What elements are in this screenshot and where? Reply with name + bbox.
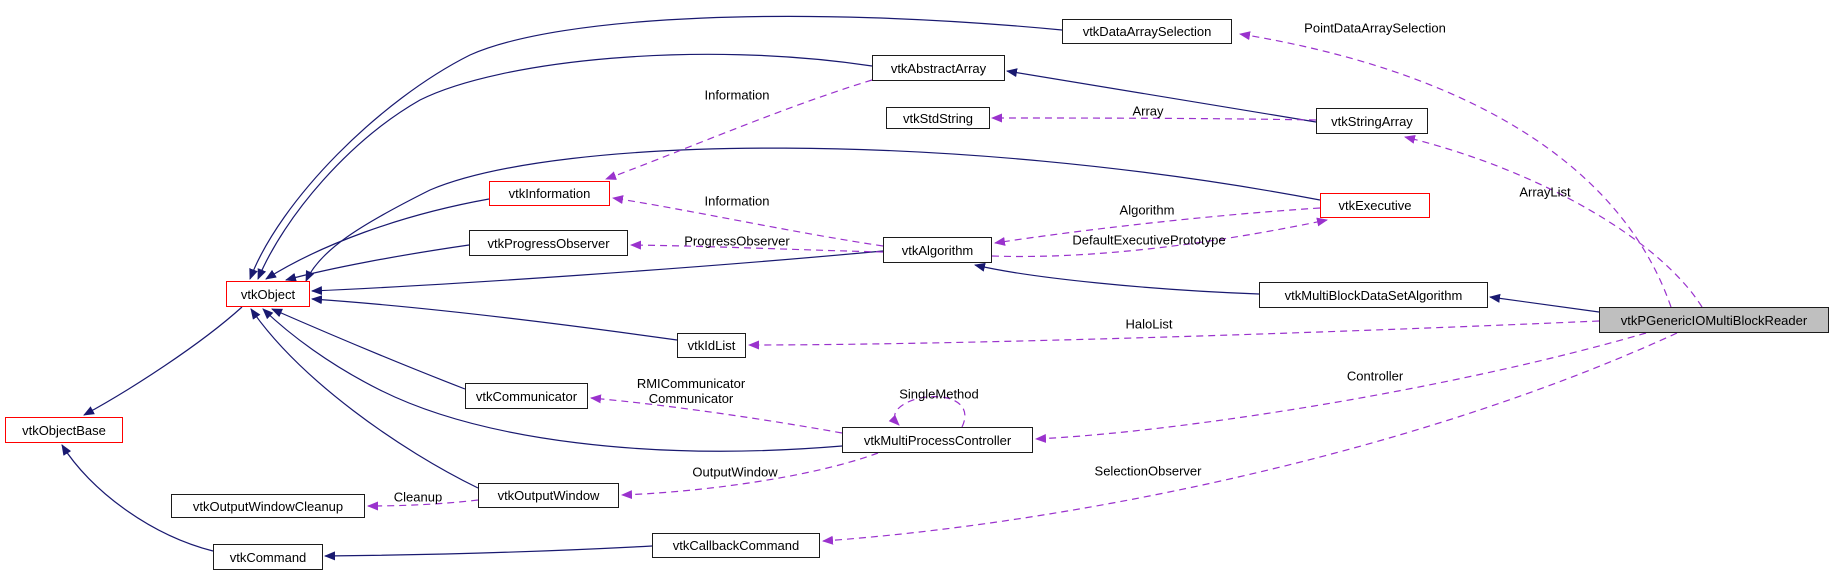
edge-executive-to-object bbox=[305, 147, 1321, 282]
edge-label-usage-pointdataarrayselection: PointDataArraySelection bbox=[1304, 20, 1446, 36]
node-vtkMultiProcessController[interactable]: vtkMultiProcessController bbox=[842, 427, 1033, 453]
edge-progressobserver-to-object bbox=[285, 244, 470, 282]
node-vtkStringArray[interactable]: vtkStringArray bbox=[1316, 108, 1428, 134]
edge-label-usage-cleanup: Cleanup bbox=[393, 489, 443, 505]
edge-usage-array bbox=[991, 113, 1317, 123]
edge-usage-outputwindow bbox=[621, 452, 879, 500]
edge-usage-controller bbox=[1035, 332, 1647, 444]
edge-mbdsa-to-algorithm bbox=[974, 262, 1260, 295]
edge-stringarray-to-abstractarray bbox=[1006, 68, 1317, 123]
edge-label-usage-outputwindow: OutputWindow bbox=[692, 464, 778, 480]
edge-callbackcommand-to-command bbox=[324, 545, 653, 561]
edge-label-usage-defaultexecutiveprototype: DefaultExecutivePrototype bbox=[1072, 232, 1226, 248]
edge-dataarrayselection-to-object bbox=[249, 15, 1063, 280]
node-vtkOutputWindow[interactable]: vtkOutputWindow bbox=[478, 483, 619, 508]
node-vtkCallbackCommand[interactable]: vtkCallbackCommand bbox=[652, 533, 820, 558]
edge-usage-information-algorithm bbox=[612, 195, 884, 247]
node-vtkPGenericIOMultiBlockReader: vtkPGenericIOMultiBlockReader bbox=[1599, 307, 1829, 333]
edge-abstractarray-to-object bbox=[257, 53, 873, 280]
node-vtkObject[interactable]: vtkObject bbox=[226, 281, 310, 307]
node-vtkCommand[interactable]: vtkCommand bbox=[213, 544, 323, 570]
edge-usage-selectionobserver bbox=[822, 332, 1678, 545]
node-vtkAlgorithm[interactable]: vtkAlgorithm bbox=[883, 237, 992, 263]
edge-usage-progressobserver bbox=[630, 240, 884, 253]
edge-label-usage-information-abstractarray: Information bbox=[704, 87, 770, 103]
edge-label-usage-controller: Controller bbox=[1346, 368, 1404, 384]
edge-object-to-objectbase bbox=[83, 306, 243, 416]
edge-usage-communicator bbox=[590, 394, 843, 434]
node-vtkAbstractArray[interactable]: vtkAbstractArray bbox=[872, 55, 1005, 81]
edge-label-usage-halolist: HaloList bbox=[1125, 316, 1173, 332]
node-vtkProgressObserver[interactable]: vtkProgressObserver bbox=[469, 230, 628, 256]
edge-usage-cleanup bbox=[367, 499, 479, 511]
edge-group bbox=[61, 15, 1703, 561]
edge-label-usage-communicator: RMICommunicator Communicator bbox=[636, 376, 746, 406]
edge-reader-to-mbdsa bbox=[1489, 293, 1600, 313]
node-vtkIdList[interactable]: vtkIdList bbox=[677, 333, 746, 358]
node-vtkDataArraySelection[interactable]: vtkDataArraySelection bbox=[1062, 19, 1232, 44]
edge-label-usage-algorithm: Algorithm bbox=[1119, 202, 1175, 218]
edge-algorithm-to-object bbox=[311, 250, 884, 296]
edge-communicator-to-object bbox=[271, 308, 466, 390]
node-vtkInformation[interactable]: vtkInformation bbox=[489, 181, 610, 206]
edge-label-usage-array: Array bbox=[1132, 103, 1164, 119]
node-vtkExecutive[interactable]: vtkExecutive bbox=[1320, 193, 1430, 218]
node-vtkCommunicator[interactable]: vtkCommunicator bbox=[465, 383, 588, 409]
edge-mpc-to-object bbox=[262, 308, 843, 452]
edge-usage-algorithm bbox=[994, 207, 1321, 246]
edge-usage-halolist bbox=[748, 320, 1600, 350]
edge-command-to-objectbase bbox=[61, 444, 214, 552]
edge-information-to-object bbox=[265, 198, 490, 280]
node-vtkStdString[interactable]: vtkStdString bbox=[886, 107, 990, 129]
node-vtkMultiBlockDataSetAlgorithm[interactable]: vtkMultiBlockDataSetAlgorithm bbox=[1259, 282, 1488, 308]
edge-label-usage-selectionobserver: SelectionObserver bbox=[1094, 463, 1202, 479]
edge-outputwindow-to-object bbox=[250, 308, 479, 489]
edge-label-usage-arraylist: ArrayList bbox=[1519, 184, 1571, 200]
edge-usage-pointdataarrayselection bbox=[1239, 31, 1672, 308]
edge-idlist-to-object bbox=[311, 295, 678, 341]
edge-label-usage-singlemethod: SingleMethod bbox=[899, 386, 979, 402]
node-vtkOutputWindowCleanup[interactable]: vtkOutputWindowCleanup bbox=[171, 494, 365, 518]
edge-usage-singlemethod bbox=[888, 396, 966, 428]
edge-label-usage-information-algorithm: Information bbox=[704, 193, 770, 209]
node-vtkObjectBase[interactable]: vtkObjectBase bbox=[5, 417, 123, 443]
edge-label-usage-progressobserver: ProgressObserver bbox=[684, 233, 790, 249]
edge-usage-arraylist bbox=[1404, 135, 1703, 308]
edge-usage-information-abstractarray bbox=[605, 79, 873, 180]
edge-usage-defaultexecutiveprototype bbox=[991, 217, 1328, 258]
